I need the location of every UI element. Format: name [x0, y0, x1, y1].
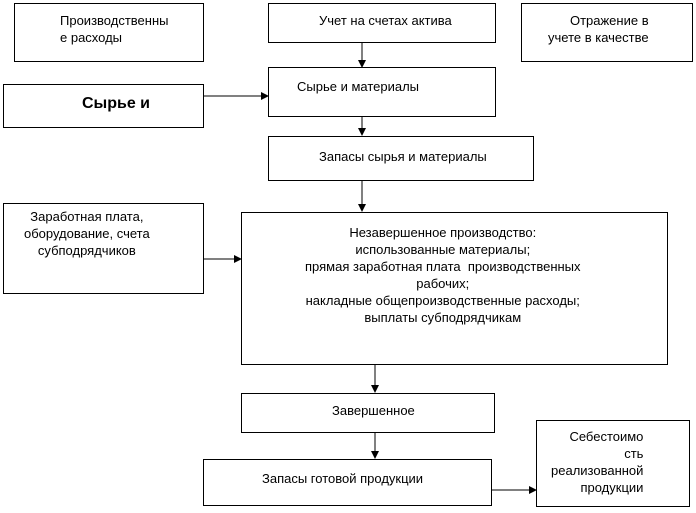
box-wages-label: Заработная плата, оборудование, счета су… [24, 209, 150, 258]
box-finished-stock: Запасы готовой продукции [203, 459, 492, 506]
box-wages: Заработная плата, оборудование, счета су… [3, 203, 204, 294]
box-finished-label: Завершенное [332, 403, 415, 418]
box-finished-stock-label: Запасы готовой продукции [262, 471, 424, 486]
box-wip: Незавершенное производство: использованн… [241, 212, 668, 365]
box-raw-materials-label: Сырье и материалы [297, 79, 420, 94]
box-raw-stock: Запасы сырья и материалы [268, 136, 534, 181]
box-raw-stock-label: Запасы сырья и материалы [319, 149, 487, 164]
box-asset-accounting: Учет на счетах актива [268, 3, 496, 43]
box-reflection-label: Отражение в учете в качестве [548, 13, 649, 45]
box-raw-input: Сырье и [3, 84, 204, 128]
box-production-costs-label: Производственны е расходы [60, 13, 169, 45]
box-finished: Завершенное [241, 393, 495, 433]
box-raw-materials: Сырье и материалы [268, 67, 496, 117]
box-production-costs: Производственны е расходы [14, 3, 204, 62]
box-asset-accounting-label: Учет на счетах актива [319, 13, 452, 28]
box-cogs: Себестоимо сть реализованной продукции [536, 420, 690, 507]
box-raw-input-label: Сырье и [82, 95, 151, 112]
box-wip-label: Незавершенное производство: использованн… [305, 225, 581, 325]
box-cogs-label: Себестоимо сть реализованной продукции [551, 429, 644, 495]
box-reflection: Отражение в учете в качестве [521, 3, 693, 62]
